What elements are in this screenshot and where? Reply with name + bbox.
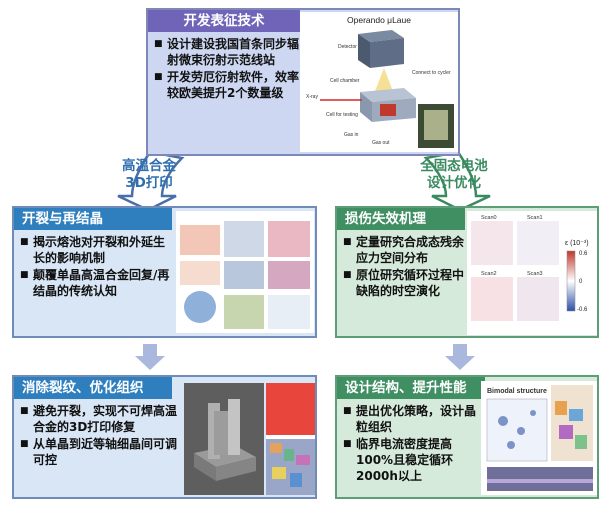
bullet-item: 揭示熔池对开裂和外延生长的影响机制 [20,234,174,266]
bullet-item: 定量研究合成态残余应力空间分布 [343,234,467,266]
arrow-label-left-line1: 高温合金 [122,158,176,174]
cracking-schematic-image [180,221,310,329]
panel-characterization: 开发表征技术 设计建设我国首条同步辐射微束衍射示范线站 开发劳厄衍射软件，效率较… [146,8,460,156]
grain-map-image [266,383,315,495]
fig-label: Gas out [372,140,390,146]
cracking-mechanism-figure [176,211,314,333]
panel-design-structure: 设计结构、提升性能 提出优化策略，设计晶粒组织 临界电流密度提高100%且稳定循… [335,375,599,499]
strain-panel-label: Scan1 [527,215,543,221]
panel-title: 消除裂纹、优化组织 [14,377,172,399]
arrow-label-right: 全固态电池 设计优化 [406,158,502,192]
arrow-top-left [117,150,185,212]
bullet-item: 设计建设我国首条同步辐射微束衍射示范线站 [154,36,300,68]
bullet-list: 揭示熔池对开裂和外延生长的影响机制 颠覆单晶高温合金回复/再结晶的传统认知 [14,230,174,299]
fig-title: Operando μLaue [347,15,411,25]
arrow-label-left: 高温合金 3D打印 [106,158,192,192]
panel-eliminate-cracks: 消除裂纹、优化组织 避免开裂，实现不可焊高温合金的3D打印修复 从单晶到近等轴细… [12,375,317,499]
panel-title: 设计结构、提升性能 [337,377,485,399]
strain-panel-label: Scan0 [481,215,497,221]
arrow-label-left-line2: 3D打印 [125,175,173,191]
strain-map-image: Scan0 Scan1 Scan2 Scan3 ε (10⁻³) 0.6 0 -… [471,215,589,321]
strain-panel-label: Scan3 [527,271,543,277]
bullet-list: 定量研究合成态残余应力空间分布 原位研究循环过程中缺陷的时空演化 [337,230,467,299]
bullet-list: 避免开裂，实现不可焊高温合金的3D打印修复 从单晶到近等轴细晶间可调可控 [14,399,180,468]
arrow-label-right-line1: 全固态电池 [420,158,488,174]
arrow-label-right-line2: 设计优化 [427,175,481,191]
colorbar-tick: -0.6 [577,307,588,313]
bullet-item: 避免开裂，实现不可焊高温合金的3D打印修复 [20,403,180,435]
bullet-item: 提出优化策略，设计晶粒组织 [343,403,479,435]
arrow-down-left [135,344,165,370]
bullet-item: 颠覆单晶高温合金回复/再结晶的传统认知 [20,267,174,299]
bullet-list: 提出优化策略，设计晶粒组织 临界电流密度提高100%且稳定循环2000h以上 [337,399,479,484]
laue-setup-image: Operando μLaue Detector Cell chamber Con… [306,15,454,148]
grain-map-render [266,383,315,495]
colorbar-title: ε (10⁻³) [565,240,589,247]
strain-map-figure: Scan0 Scan1 Scan2 Scan3 ε (10⁻³) 0.6 0 -… [467,211,597,335]
fig-label: Gas in [344,132,359,138]
bimodal-structure-image: Bimodal structure [486,385,593,491]
bullet-list: 设计建设我国首条同步辐射微束衍射示范线站 开发劳厄衍射软件，效率较欧美提升2个数… [148,32,300,101]
bullet-item: 开发劳厄衍射软件，效率较欧美提升2个数量级 [154,69,300,101]
fig-label: Detector [338,44,357,50]
arrow-top-right [423,150,491,212]
panel-title: 损伤失效机理 [337,208,465,230]
bimodal-structure-figure: Bimodal structure [481,381,597,495]
bullet-item: 原位研究循环过程中缺陷的时空演化 [343,267,467,299]
strain-panel-label: Scan2 [481,271,497,277]
fig-label: X-ray [306,94,318,100]
panel-title: 开裂与再结晶 [14,208,172,230]
colorbar-tick: 0 [579,279,583,285]
panel-cracking-recrystallization: 开裂与再结晶 揭示熔池对开裂和外延生长的影响机制 颠覆单晶高温合金回复/再结晶的… [12,206,317,338]
fig-title: Bimodal structure [487,388,547,395]
panel-title: 开发表征技术 [148,10,300,32]
bullet-item: 从单晶到近等轴细晶间可调可控 [20,436,180,468]
operando-laue-figure: Operando μLaue Detector Cell chamber Con… [300,12,458,152]
printed-part-image [184,383,264,495]
fig-label: Cell chamber [330,78,360,84]
printed-part-render [184,383,264,495]
fig-label: Connect to cycler [412,70,451,76]
fig-label: Cell for testing [326,112,358,118]
bullet-item: 临界电流密度提高100%且稳定循环2000h以上 [343,436,479,484]
arrow-down-right [445,344,475,370]
colorbar-tick: 0.6 [579,251,588,257]
panel-damage-failure: 损伤失效机理 定量研究合成态残余应力空间分布 原位研究循环过程中缺陷的时空演化 … [335,206,599,338]
